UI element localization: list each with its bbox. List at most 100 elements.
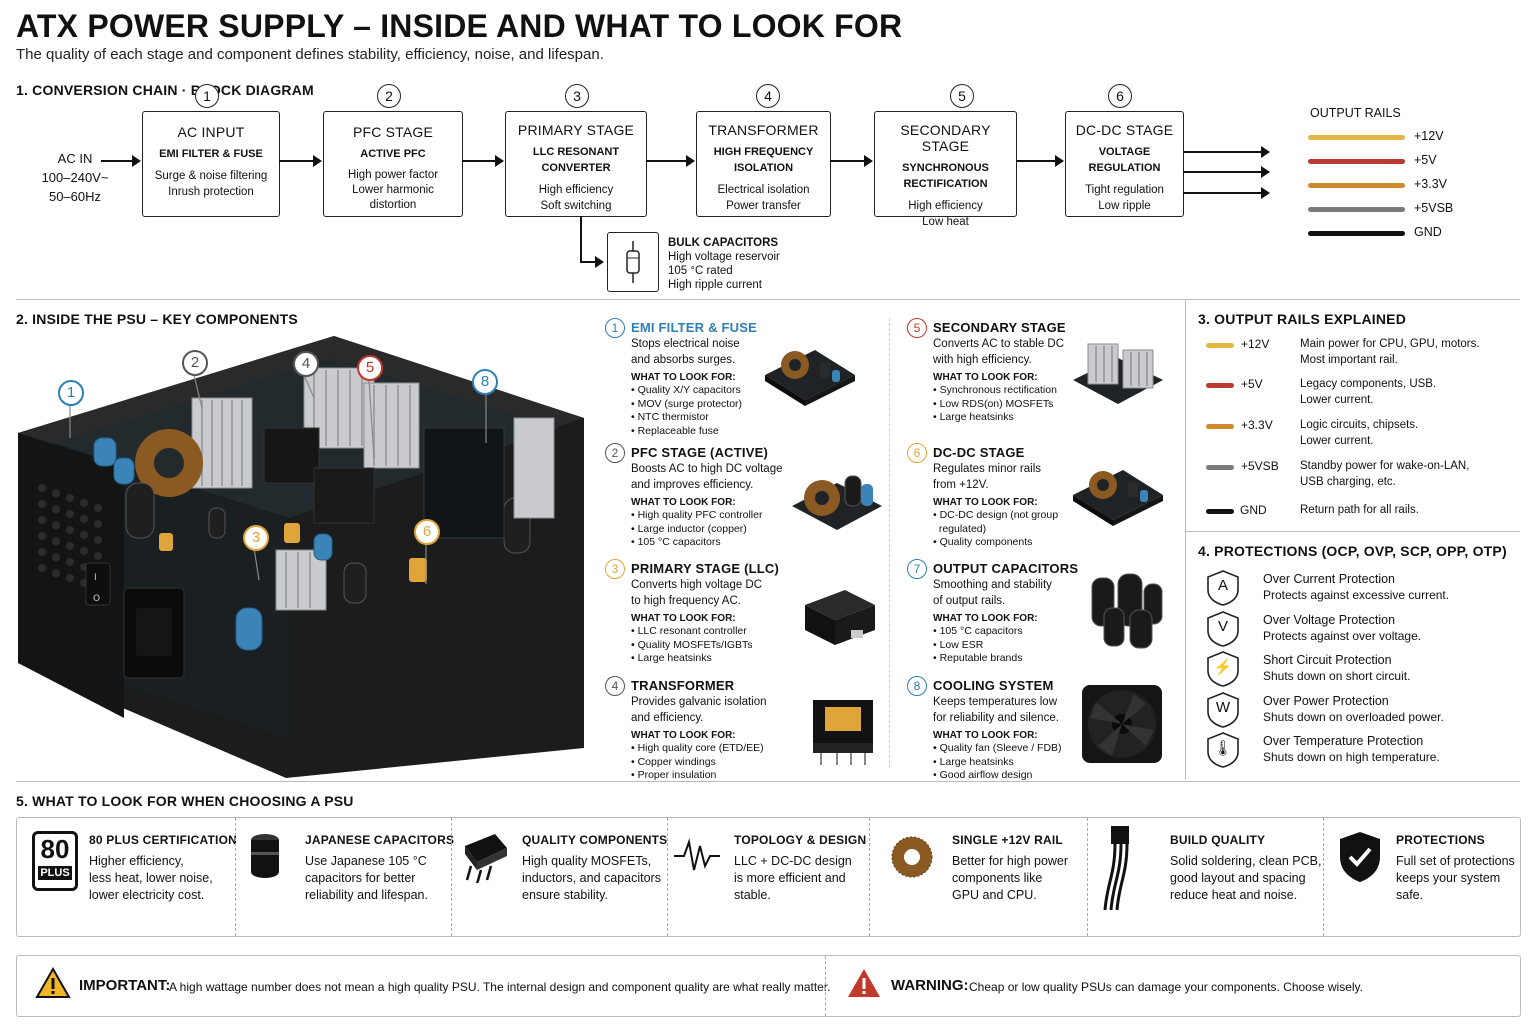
flow-arrow	[830, 155, 873, 167]
divider	[16, 299, 1520, 300]
bulk-arrow	[580, 256, 604, 268]
component-desc: Provides galvanic isolation	[631, 696, 767, 708]
stage-number-4: 4	[756, 84, 780, 108]
rail-line	[1206, 424, 1234, 429]
component-look-for: WHAT TO LOOK FOR:	[933, 497, 1038, 508]
bulk-connector	[580, 216, 582, 262]
component-number: 1	[605, 318, 625, 338]
component-bullet: • Quality MOSFETs/IGBTs	[631, 638, 753, 651]
divider	[869, 818, 870, 936]
component-desc: Keeps temperatures low	[933, 696, 1058, 708]
choose-item-desc: is more efficient and	[734, 871, 846, 885]
component-desc: of output rails.	[933, 595, 1006, 607]
divider	[451, 818, 452, 936]
component-bullet: • NTC thermistor	[631, 411, 709, 424]
rail-line	[1308, 207, 1405, 212]
stage-number-3: 3	[565, 84, 589, 108]
component-title: PFC STAGE (ACTIVE)	[631, 445, 768, 460]
component-look-for: WHAT TO LOOK FOR:	[631, 613, 736, 624]
bulk-desc-3: High ripple current	[668, 279, 762, 291]
section-4-title: 4. PROTECTIONS (OCP, OVP, SCP, OPP, OTP)	[1198, 543, 1507, 559]
component-number: 5	[907, 318, 927, 338]
component-number: 3	[605, 559, 625, 579]
component-look-for: WHAT TO LOOK FOR:	[933, 613, 1038, 624]
choose-item-desc: lower electricity cost.	[89, 888, 205, 902]
divider	[1185, 300, 1186, 780]
component-title: SECONDARY STAGE	[933, 320, 1066, 335]
component-desc: Converts high voltage DC	[631, 579, 763, 591]
callout-number: 1	[58, 380, 84, 406]
ac-in-label: AC IN	[57, 151, 93, 166]
ac-in-freq: 50–60Hz	[48, 189, 102, 204]
bulk-desc-1: High voltage reservoir	[668, 251, 780, 263]
component-bullet: • Large heatsinks	[631, 652, 712, 665]
choose-item-desc: capacitors for better	[305, 871, 416, 885]
warning-text: Cheap or low quality PSUs can damage you…	[969, 980, 1363, 994]
rail-label: +5V	[1414, 153, 1437, 167]
choose-item-desc: less heat, lower noise,	[89, 871, 213, 885]
protection-shield-icon	[1207, 651, 1239, 687]
component-desc: Converts AC to stable DC	[933, 338, 1065, 350]
bulk-title: BULK CAPACITORS	[668, 237, 779, 249]
rail-line	[1206, 465, 1234, 470]
choose-item-desc: safe.	[1396, 888, 1424, 902]
component-bullet: • Large inductor (copper)	[631, 522, 747, 535]
component-look-for: WHAT TO LOOK FOR:	[933, 730, 1038, 741]
badge-number: 80	[40, 834, 70, 864]
psu-illustration: I O	[18, 336, 584, 778]
component-bullet: • DC-DC design (not group	[933, 509, 1059, 521]
rail-description: Legacy components, USB.	[1300, 378, 1437, 390]
choose-item-desc: stable.	[734, 888, 771, 902]
rail-line	[1206, 509, 1234, 514]
stage-title: DC-DC STAGE	[1075, 122, 1174, 138]
component-bullet: • Low RDS(on) MOSFETs	[933, 397, 1054, 410]
chip-icon	[465, 834, 507, 883]
waveform-icon	[674, 838, 720, 871]
component-look-for: WHAT TO LOOK FOR:	[933, 372, 1038, 383]
section-5-title: 5. WHAT TO LOOK FOR WHEN CHOOSING A PSU	[16, 793, 354, 809]
component-title: EMI FILTER & FUSE	[631, 320, 757, 335]
stage-number-5: 5	[950, 84, 974, 108]
divider	[667, 818, 668, 936]
rail-line	[1308, 231, 1405, 236]
protection-title: Over Power Protection	[1263, 693, 1389, 708]
component-number: 4	[605, 676, 625, 696]
component-bullet: • Copper windings	[631, 755, 716, 768]
component-bullet: • Proper insulation	[631, 769, 717, 782]
cable-connector-icon	[1103, 826, 1129, 911]
notice-panel: IMPORTANT: A high wattage number does no…	[16, 955, 1521, 1017]
divider	[16, 781, 1520, 782]
component-bullet: • Synchronous rectification	[933, 384, 1057, 396]
stage-title: TRANSFORMER	[708, 122, 819, 138]
choose-item-desc: High quality MOSFETs,	[522, 854, 652, 868]
important-warning-icon	[35, 967, 71, 998]
callout-number: 6	[414, 519, 440, 545]
component-bullet: regulated)	[933, 522, 987, 535]
capacitor-icon	[251, 834, 279, 878]
component-title: TRANSFORMER	[631, 678, 735, 693]
important-text: A high wattage number does not mean a hi…	[169, 980, 831, 994]
fan-thumbnail-icon	[1082, 685, 1162, 763]
component-title: DC-DC STAGE	[933, 445, 1025, 460]
bulk-capacitors: BULK CAPACITORS High voltage reservoir 1…	[668, 236, 780, 292]
component-title: OUTPUT CAPACITORS	[933, 561, 1079, 576]
component-desc: Stops electrical noise	[631, 338, 740, 350]
choose-item-desc: GPU and CPU.	[952, 888, 1037, 902]
flow-arrow	[646, 155, 695, 167]
capacitor-icon	[607, 232, 659, 292]
stage-number-2: 2	[377, 84, 401, 108]
protection-desc: Shuts down on high temperature.	[1263, 750, 1440, 764]
component-bullet: • Reputable brands	[933, 652, 1023, 665]
protection-desc: Shuts down on overloaded power.	[1263, 709, 1444, 724]
transformer-thumbnail-icon	[813, 700, 873, 765]
protection-icon-letter: ⚡	[1213, 659, 1233, 676]
shield-check-icon	[1340, 832, 1380, 882]
